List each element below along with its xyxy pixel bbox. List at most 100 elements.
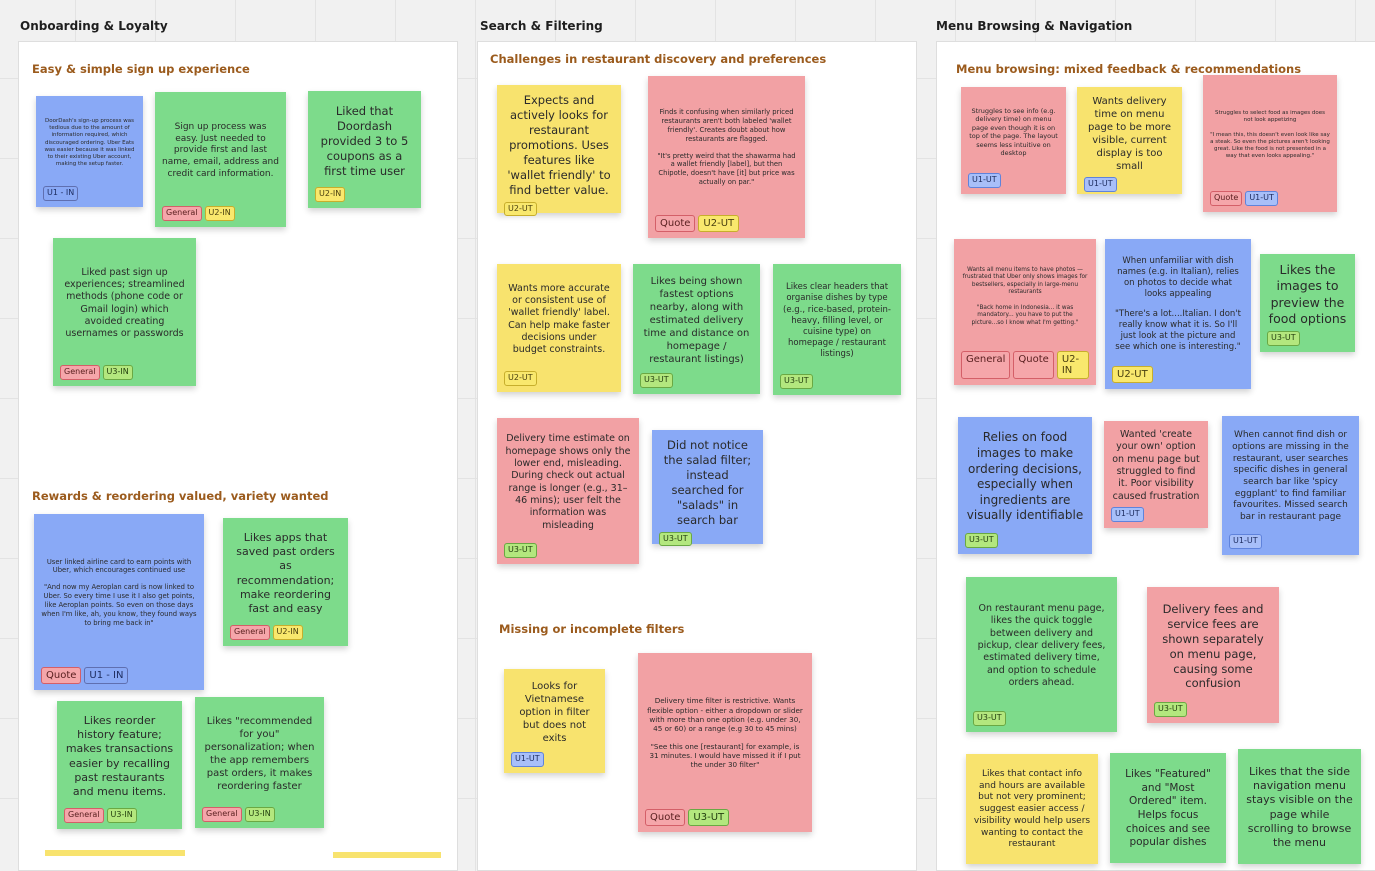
tag-badge[interactable]: U2-UT [504, 201, 537, 217]
tag-badge[interactable]: U3-UT [659, 531, 692, 547]
tag-badge[interactable]: U2-UT [698, 215, 740, 232]
tag-badge[interactable]: U1-UT [1111, 507, 1144, 522]
note-tags: U3-UT [1267, 331, 1348, 346]
sticky-note[interactable]: Looks for Vietnamese option in filter bu… [504, 669, 605, 773]
note-body: Sign up process was easy. Just needed to… [162, 100, 279, 202]
tag-badge[interactable]: General [202, 807, 242, 822]
sticky-note[interactable]: When cannot find dish or options are mis… [1222, 416, 1359, 555]
sticky-note[interactable]: Sign up process was easy. Just needed to… [155, 92, 286, 227]
sticky-note[interactable]: Wants all menu items to have photos — fr… [954, 239, 1096, 385]
note-text: Likes that the side navigation menu stay… [1246, 764, 1353, 850]
note-tags: U1 - IN [43, 186, 136, 201]
tag-badge[interactable]: U3-IN [102, 365, 133, 380]
tag-badge[interactable]: U3-UT [1154, 702, 1187, 717]
tag-badge[interactable]: U3-UT [965, 533, 998, 548]
tag-badge[interactable]: U2-IN [204, 206, 235, 221]
tag-badge[interactable]: U1-UT [1229, 534, 1262, 549]
tag-badge[interactable]: U3-UT [504, 543, 537, 558]
note-text: Delivery time estimate on homepage shows… [505, 433, 631, 531]
tag-badge[interactable]: Quote [1210, 191, 1243, 206]
tag-badge[interactable]: Quote [655, 215, 696, 232]
tag-badge[interactable]: U1-UT [511, 752, 544, 767]
note-text: Did not notice the salad filter; instead… [663, 438, 752, 527]
tag-badge[interactable]: U3-IN [106, 808, 137, 823]
note-text: Looks for Vietnamese option in filter bu… [519, 681, 590, 745]
note-body: Wanted 'create your own' option on menu … [1111, 429, 1201, 503]
sticky-note[interactable]: Delivery time filter is restrictive. Wan… [638, 653, 812, 832]
sticky-note[interactable]: Likes clear headers that organise dishes… [773, 264, 901, 395]
tag-badge[interactable]: U1-UT [1084, 177, 1117, 192]
tag-badge[interactable]: U1-UT [968, 173, 1001, 188]
note-text: Struggles to select food as images does … [1214, 109, 1325, 123]
sticky-note[interactable]: Likes that the side navigation menu stay… [1238, 749, 1361, 864]
sticky-note-partial[interactable] [333, 852, 441, 858]
tag-badge[interactable]: U2-UT [1112, 366, 1153, 383]
sticky-note[interactable]: Delivery fees and service fees are shown… [1147, 587, 1279, 723]
sticky-note[interactable]: Likes reorder history feature; makes tra… [57, 701, 182, 829]
sticky-note[interactable]: Likes the images to preview the food opt… [1260, 254, 1355, 352]
sticky-note[interactable]: Wanted 'create your own' option on menu … [1104, 421, 1208, 528]
tag-badge[interactable]: U2-IN [315, 187, 346, 202]
tag-badge[interactable]: U3-IN [244, 807, 275, 822]
note-tags: U2-UT [504, 371, 614, 386]
note-body: When cannot find dish or options are mis… [1229, 424, 1352, 530]
note-body: Likes "recommended for you" personalizat… [202, 705, 317, 803]
section-heading: Menu browsing: mixed feedback & recommen… [956, 62, 1302, 76]
sticky-note[interactable]: Expects and actively looks for restauran… [497, 85, 621, 217]
tag-badge[interactable]: U3-UT [973, 711, 1006, 726]
tag-badge[interactable]: U3-UT [640, 373, 673, 388]
note-text: Wants more accurate or consistent use of… [508, 282, 610, 356]
sticky-note[interactable]: When unfamiliar with dish names (e.g. in… [1105, 239, 1251, 389]
sticky-note[interactable]: Likes being shown fastest options nearby… [633, 264, 760, 394]
sticky-note[interactable]: Likes apps that saved past orders as rec… [223, 518, 348, 646]
sticky-note[interactable]: Likes "Featured" and "Most Ordered" item… [1110, 753, 1226, 863]
sticky-note[interactable]: Liked past sign up experiences; streamli… [53, 238, 196, 386]
note-body: Liked that Doordash provided 3 to 5 coup… [315, 99, 414, 183]
tag-badge[interactable]: U2-IN [272, 625, 303, 640]
tag-badge[interactable]: U1 - IN [84, 667, 129, 684]
sticky-note[interactable]: Liked that Doordash provided 3 to 5 coup… [308, 91, 421, 208]
sticky-note[interactable]: Likes that contact info and hours are av… [966, 754, 1098, 864]
tag-badge[interactable]: U3-UT [780, 374, 813, 389]
sticky-note[interactable]: Finds it confusing when similarly priced… [648, 76, 805, 238]
tag-badge[interactable]: U2-IN [1056, 351, 1089, 379]
note-body: Wants more accurate or consistent use of… [504, 272, 614, 367]
tag-badge[interactable]: U3-UT [688, 809, 730, 826]
tag-badge[interactable]: General [64, 808, 104, 823]
sticky-note[interactable]: DoorDash's sign-up process was tedious d… [36, 96, 143, 207]
sticky-note[interactable]: Did not notice the salad filter; instead… [652, 430, 763, 547]
tag-badge[interactable]: General [162, 206, 202, 221]
sticky-note[interactable]: Delivery time estimate on homepage shows… [497, 418, 639, 564]
sticky-note[interactable]: On restaurant menu page, likes the quick… [966, 577, 1117, 732]
tag-badge[interactable]: U2-UT [504, 371, 537, 386]
tag-badge[interactable]: Quote [1013, 351, 1054, 379]
sticky-note[interactable]: Wants more accurate or consistent use of… [497, 264, 621, 392]
note-text: Struggles to see info (e.g. delivery tim… [969, 106, 1058, 157]
tag-badge[interactable]: U1-UT [1245, 191, 1278, 206]
sticky-note[interactable]: Likes "recommended for you" personalizat… [195, 697, 324, 828]
sticky-note[interactable]: Struggles to select food as images does … [1203, 75, 1337, 212]
tag-badge[interactable]: General [961, 351, 1011, 379]
tag-badge[interactable]: General [60, 365, 100, 380]
tag-badge[interactable]: General [230, 625, 270, 640]
tag-badge[interactable]: Quote [41, 667, 82, 684]
note-tags: U1-UT [511, 752, 598, 767]
sticky-note[interactable]: Wants delivery time on menu page to be m… [1077, 87, 1182, 194]
note-text: Wants all menu items to have photos — fr… [962, 266, 1088, 296]
frame-title-onboarding: Onboarding & Loyalty [20, 19, 168, 33]
sticky-note-partial[interactable] [45, 850, 185, 856]
sticky-note[interactable]: User linked airline card to earn points … [34, 514, 204, 690]
tag-badge[interactable]: U3-UT [1267, 331, 1300, 346]
note-tags: U3-UT [1154, 702, 1272, 717]
tag-badge[interactable]: Quote [645, 809, 686, 826]
note-quote: "There's a lot....Italian. I don't reall… [1115, 308, 1241, 352]
sticky-note[interactable]: Relies on food images to make ordering d… [958, 417, 1092, 554]
tag-badge[interactable]: U1 - IN [43, 186, 79, 201]
sticky-note[interactable]: Struggles to see info (e.g. delivery tim… [961, 87, 1066, 194]
